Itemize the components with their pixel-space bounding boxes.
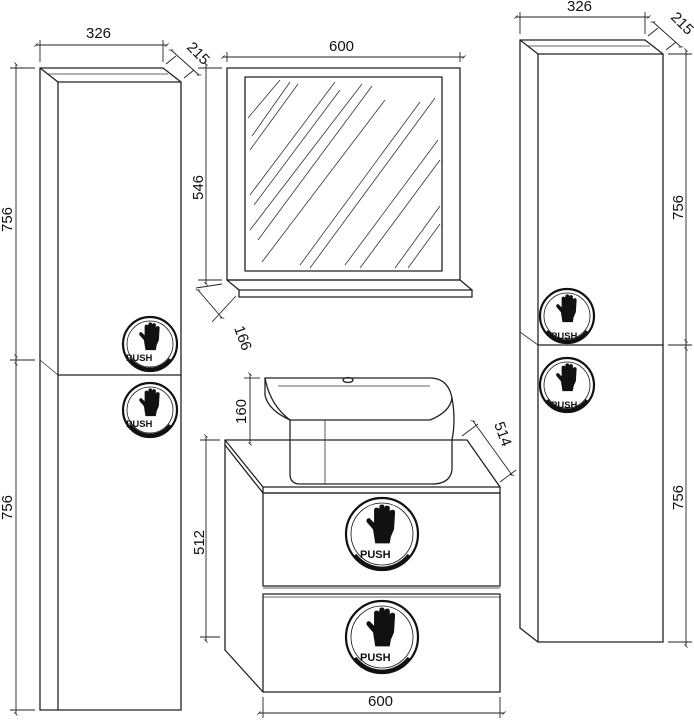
dimension-right-cabinet-lower-height: 756 [668,339,692,648]
dimension-washbasin-height: 160 [233,372,285,446]
right-tall-cabinet [519,39,664,643]
push-badge: PUSH [538,356,596,414]
left-tall-cabinet [39,67,182,711]
dimension-label: 600 [368,693,393,710]
dimension-label: 600 [329,38,354,55]
dimension-label: 326 [567,0,592,15]
push-label: PUSH [360,652,391,664]
dimension-right-cabinet-depth: 215 [647,9,694,51]
push-badge: PUSH [121,381,179,439]
dimension-mirror-width: 600 [221,38,466,62]
mirror-unit [226,67,473,298]
vanity-unit [224,439,501,693]
dimension-right-cabinet-width: 326 [514,0,651,34]
dimension-label: 166 [230,324,255,353]
dimension-vanity-width: 600 [257,693,506,718]
dimension-label: 215 [183,39,213,69]
dimension-label: 512 [191,530,208,555]
dimension-label: 215 [667,9,694,39]
push-badge: PUSH [344,599,420,675]
push-label: PUSH [126,353,153,364]
dimension-mirror-height: 546 [190,62,222,286]
dimension-label: 756 [0,207,16,232]
dimension-right-cabinet-upper-height: 756 [668,48,692,351]
push-label: PUSH [551,400,578,411]
dimension-left-cabinet-upper-height: 756 [0,62,35,366]
dimension-label: 756 [670,195,687,220]
push-badge: PUSH [344,496,420,572]
dimension-left-cabinet-lower-height: 756 [0,354,35,716]
dimension-vanity-depth: 514 [461,420,517,483]
push-label: PUSH [126,419,153,430]
push-label: PUSH [360,549,391,561]
washbasin [264,376,455,485]
push-label: PUSH [551,331,578,342]
dimension-vanity-height: 512 [191,434,220,643]
dimension-left-cabinet-width: 326 [34,25,169,62]
dimension-label: 546 [190,175,207,200]
dimension-mirror-shelf-depth: 166 [195,283,255,353]
mirror-glass-hatch [247,79,441,269]
dimension-label: 326 [86,25,111,42]
push-badge: PUSH [538,287,596,345]
dimension-label: 514 [490,420,515,449]
dimension-label: 756 [0,495,16,520]
push-badge: PUSH [121,315,179,373]
dimension-label: 756 [670,485,687,510]
dimension-label: 160 [233,399,250,424]
